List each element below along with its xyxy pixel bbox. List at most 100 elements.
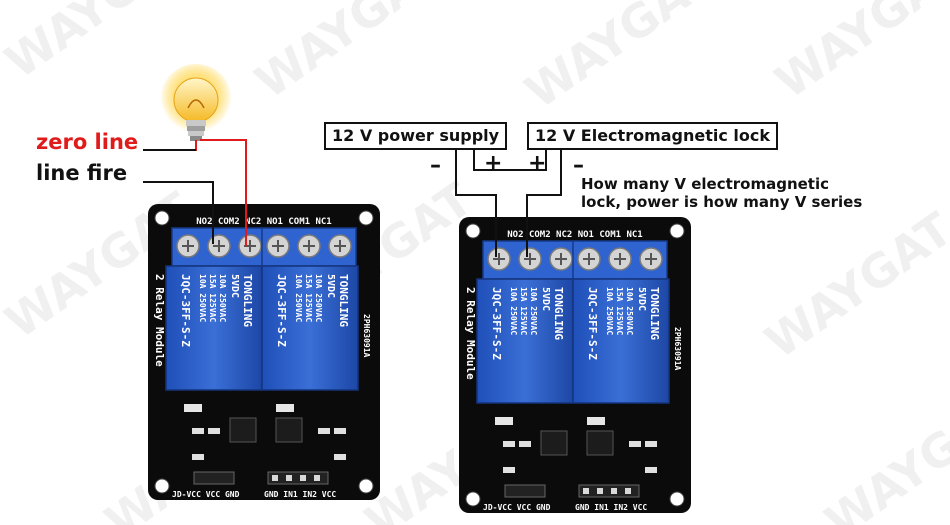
relay-voltage: 5VDC — [325, 274, 336, 298]
relay-rating: 15A 125VAC — [304, 274, 313, 322]
pcb-code-group: 2PH63091A — [673, 327, 682, 371]
relay-rating: 15A 125VAC — [519, 287, 528, 335]
zero-line-label: zero line — [36, 130, 139, 154]
smd-resistor — [192, 428, 204, 434]
module-title: 2 Relay Module — [464, 287, 477, 380]
relay-brand: TONGLING — [648, 287, 661, 340]
light-bulb-icon — [160, 64, 232, 141]
screw-slot — [645, 253, 657, 265]
relay-rating: 10A 250VAC — [218, 274, 227, 322]
mounting-hole — [358, 478, 374, 494]
relay-body — [476, 278, 574, 404]
pcb-code-group: 2PH63091A — [362, 314, 371, 358]
input-header — [267, 471, 329, 485]
relay-rating: 10A 250VAC — [509, 287, 518, 335]
mounting-hole — [358, 210, 374, 226]
relay-module-right: NO2 COM2 NC2 NO1 COM1 NC1TONGLING5VDC10A… — [459, 217, 691, 513]
voltage-note-line1: How many V electromagnetic — [581, 175, 829, 193]
screw-slot — [493, 253, 505, 265]
screw-slot — [303, 240, 315, 252]
pcb-code: 2PH63091A — [673, 327, 682, 371]
optocoupler — [275, 417, 303, 443]
smd-resistor — [519, 441, 531, 447]
module-title-group: 2 Relay Module — [464, 287, 477, 380]
relay-rating: 15A 125VAC — [208, 274, 217, 322]
header-pin — [611, 488, 617, 494]
relay-model: JQC-3FF-S-Z — [490, 287, 503, 360]
screw-slot — [555, 253, 567, 265]
relay-rating: 10A 250VAC — [529, 287, 538, 335]
smd-resistor — [645, 467, 657, 473]
mounting-hole — [465, 491, 481, 507]
relay-body — [572, 278, 670, 404]
diode — [276, 404, 294, 412]
mounting-hole — [154, 478, 170, 494]
power-plus-sign: + — [484, 151, 503, 176]
header-pin — [625, 488, 631, 494]
smd-resistor — [503, 441, 515, 447]
relay-voltage: 5VDC — [636, 287, 647, 311]
smd-resistor — [334, 454, 346, 460]
relay-brand: TONGLING — [552, 287, 565, 340]
pins-right-label: GND IN1 IN2 VCC — [264, 490, 336, 499]
relay-voltage: 5VDC — [540, 287, 551, 311]
diode — [184, 404, 202, 412]
pins-left-label: JD-VCC VCC GND — [483, 503, 551, 512]
jumper-header — [504, 484, 546, 498]
header-pin — [597, 488, 603, 494]
watermark-text: WAYGAT — [755, 201, 950, 369]
relay-rating: 10A 250VAC — [294, 274, 303, 322]
lock-minus-sign: – — [573, 153, 584, 178]
lock-minus-wire — [526, 150, 562, 257]
relay-brand: TONGLING — [337, 274, 350, 327]
line-fire-label: line fire — [36, 161, 128, 185]
jumper-header — [193, 471, 235, 485]
relay-rating: 10A 250VAC — [314, 274, 323, 322]
optocoupler — [540, 430, 568, 456]
smd-resistor — [318, 428, 330, 434]
wires — [143, 139, 562, 257]
watermark-text: WAYGAT — [245, 0, 452, 109]
header-pin — [583, 488, 589, 494]
relay-model: JQC-3FF-S-Z — [275, 274, 288, 347]
module-title: 2 Relay Module — [153, 274, 166, 367]
header-pin — [314, 475, 320, 481]
relay-model: JQC-3FF-S-Z — [179, 274, 192, 347]
smd-resistor — [208, 428, 220, 434]
header-pin — [286, 475, 292, 481]
mounting-hole — [465, 223, 481, 239]
smd-resistor — [334, 428, 346, 434]
pins-left-label: JD-VCC VCC GND — [172, 490, 240, 499]
mounting-hole — [669, 223, 685, 239]
relay-rating: 10A 250VAC — [605, 287, 614, 335]
relay-model: JQC-3FF-S-Z — [586, 287, 599, 360]
optocoupler — [586, 430, 614, 456]
screw-slot — [213, 240, 225, 252]
smd-resistor — [645, 441, 657, 447]
plus-link-wire — [473, 150, 547, 171]
diode — [587, 417, 605, 425]
line-fire-wire — [143, 181, 214, 244]
relay-body — [261, 265, 359, 391]
optocoupler — [229, 417, 257, 443]
watermark-text: WAYGAT — [765, 0, 950, 109]
electromagnetic-lock-box: 12 V Electromagnetic lock — [527, 122, 779, 150]
screw-slot — [272, 240, 284, 252]
voltage-note-line2: lock, power is how many V series — [581, 193, 863, 211]
smd-resistor — [629, 441, 641, 447]
relay-rating: 15A 125VAC — [615, 287, 624, 335]
relay-module-left: NO2 COM2 NC2 NO1 COM1 NC1TONGLING5VDC10A… — [148, 204, 380, 500]
voltage-note: How many V electromagnetic lock, power i… — [581, 175, 862, 211]
diode — [495, 417, 513, 425]
relay-voltage: 5VDC — [229, 274, 240, 298]
relay-body — [165, 265, 263, 391]
relay-rating: 10A 250VAC — [625, 287, 634, 335]
pins-right-label: GND IN1 IN2 VCC — [575, 503, 647, 512]
lock-plus-sign: + — [528, 151, 547, 176]
header-pin — [300, 475, 306, 481]
